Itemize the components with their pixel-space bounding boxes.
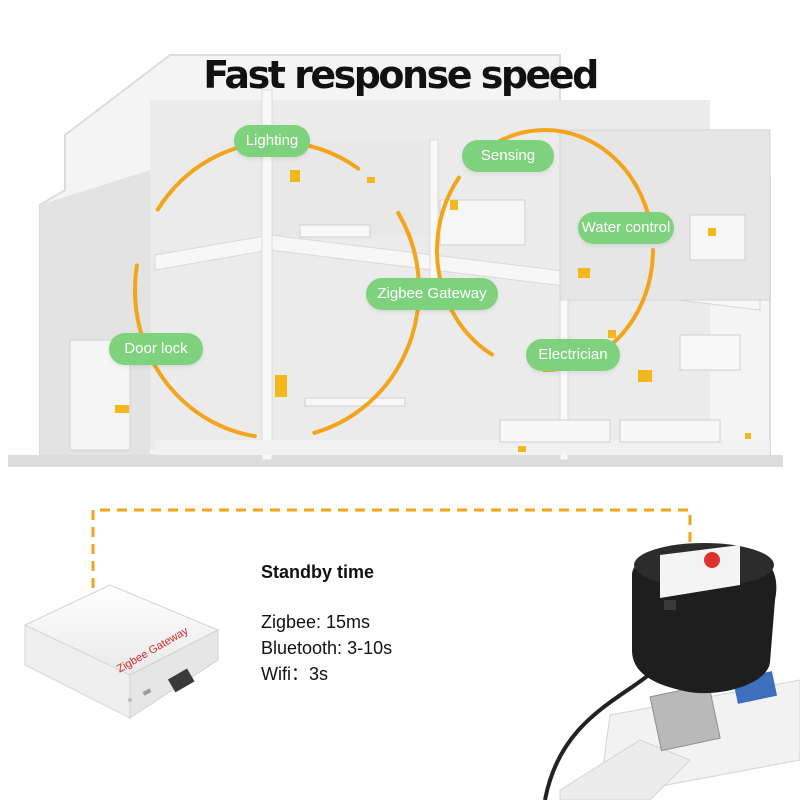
label-lighting: Lighting <box>234 125 310 157</box>
standby-wifi: Wifi：3s <box>261 664 328 684</box>
label-door-lock: Door lock <box>109 333 203 365</box>
standby-info: Standby time Zigbee: 15ms Bluetooth: 3-1… <box>261 562 392 687</box>
standby-zigbee: Zigbee: 15ms <box>261 612 371 632</box>
label-water-control: Water control <box>578 212 674 244</box>
label-sensing: Sensing <box>462 140 554 172</box>
standby-heading: Standby time <box>261 562 375 582</box>
page-title: Fast response speed <box>203 53 599 98</box>
label-zigbee-gateway: Zigbee Gateway <box>366 278 498 310</box>
standby-bluetooth: Bluetooth: 3-10s <box>261 638 393 658</box>
label-electrician: Electrician <box>526 339 620 371</box>
